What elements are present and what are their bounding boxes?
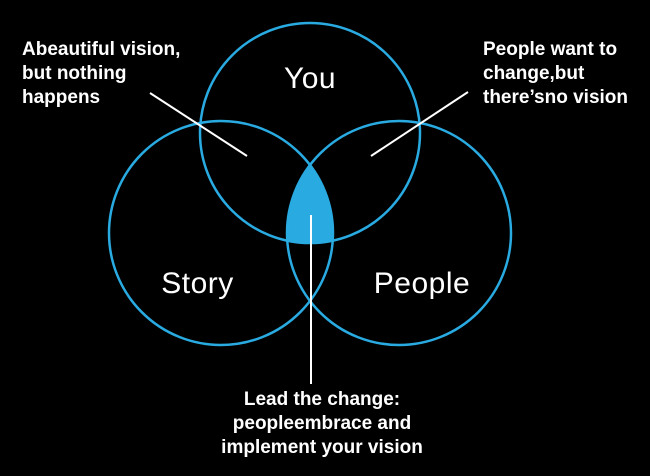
annotation-top-right-line-2: change,but [483,63,585,84]
annotation-bottom-line-1: Lead the change: [243,389,401,410]
circle-label-people: People [373,267,471,300]
pointer-line-right [370,91,469,157]
circle-label-you: You [283,62,337,95]
annotation-top-right-line-1: People want to [483,39,618,60]
annotation-bottom: Lead the change: peopleembrace and imple… [162,388,482,460]
annotation-bottom-line-3: implement your vision [221,437,423,458]
annotation-top-left-line-3: happens [22,87,101,108]
annotation-top-left: Abeautiful vision, but nothing happens [22,38,232,110]
annotation-top-right-line-3: there’sno vision [483,87,628,108]
circle-label-story: Story [161,267,234,300]
annotation-top-left-line-2: but nothing [22,63,127,84]
circle-people-outline [285,119,513,347]
annotation-top-right: People want to change,but there’sno visi… [483,38,648,110]
annotation-top-left-line-1: Abeautiful vision, [22,39,181,60]
pointer-line-left [149,92,248,157]
annotation-bottom-line-2: peopleembrace and [232,413,412,434]
circle-story-outline [107,119,335,347]
